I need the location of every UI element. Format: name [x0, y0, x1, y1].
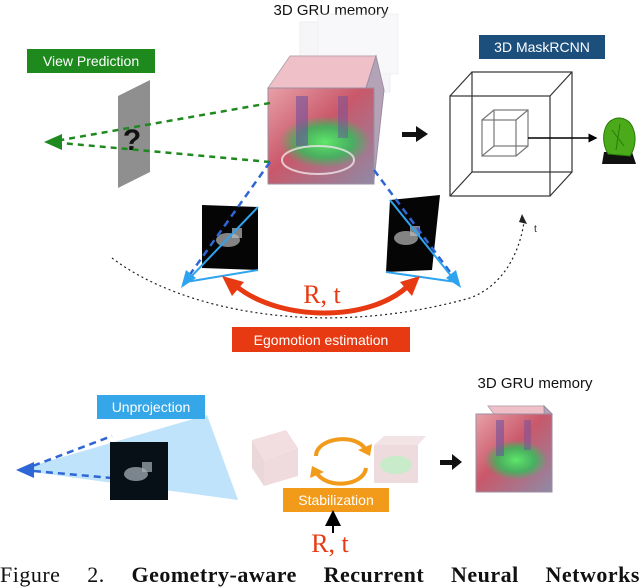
stable-feature-cube: [374, 436, 426, 483]
egomotion-badge: Egomotion estimation: [232, 327, 410, 352]
bottom-memory-cube: [475, 404, 554, 493]
segmented-object: [602, 117, 636, 164]
caption-figure-word: Figure: [0, 562, 61, 587]
maskrcnn-label: 3D MaskRCNN: [494, 39, 590, 55]
figure-caption: Figure 2. Geometry-aware Recurrent Neura…: [0, 562, 640, 587]
trajectory-label: t: [534, 224, 537, 235]
view-prediction-badge: View Prediction: [27, 49, 155, 73]
right-camera-arrowhead: [446, 270, 461, 288]
stabilization-label: Stabilization: [298, 492, 374, 508]
view-prediction-arrowhead: [44, 134, 62, 150]
unprojection-badge: Unprojection: [97, 395, 205, 419]
camera-frustum-right: [385, 199, 457, 283]
egomotion-arc: [234, 284, 410, 316]
right-camera-image: [386, 195, 440, 272]
unprojection-label: Unprojection: [112, 399, 191, 415]
egomotion-arrowhead-left: [222, 276, 244, 296]
unstable-feature-cube: [252, 430, 298, 486]
egomotion-arrowhead-right: [400, 276, 420, 296]
caption-title-word: Networks: [545, 562, 640, 587]
maskrcnn-badge: 3D MaskRCNN: [479, 35, 605, 59]
top-rt-label: R, t: [303, 280, 341, 309]
left-camera-arrowhead: [181, 270, 196, 288]
top-memory-title: 3D GRU memory: [273, 2, 389, 19]
stabilization-badge: Stabilization: [283, 488, 389, 512]
unprojection-image: [110, 442, 168, 500]
maskrcnn-box-wireframe: [449, 71, 573, 197]
stable-to-memory-arrow: [440, 454, 462, 470]
bottom-rt-label: R, t: [311, 529, 349, 558]
caption-title-word: Neural: [450, 562, 519, 587]
view-prediction-label: View Prediction: [43, 53, 139, 69]
query-view-plane: ?: [118, 80, 150, 188]
bottom-memory-title: 3D GRU memory: [477, 375, 593, 392]
unprojection-rays: [21, 434, 113, 480]
projection-rays: [184, 161, 458, 281]
caption-title-word: Geometry-aware: [131, 562, 297, 587]
unprojection-arrowhead: [16, 462, 34, 478]
caption-figure-number: 2.: [87, 562, 105, 587]
stabilization-arrowhead-bottom: [310, 466, 324, 478]
cube-to-box-arrow: [402, 126, 428, 142]
stabilization-arrowhead-top: [358, 444, 372, 456]
stabilization-cycle: [314, 437, 368, 486]
top-memory-cube: [267, 54, 385, 185]
view-prediction-rays: [49, 101, 271, 164]
egomotion-label: Egomotion estimation: [254, 332, 389, 348]
caption-title-word: Recurrent: [323, 562, 425, 587]
trajectory-arrowhead: [519, 214, 527, 224]
